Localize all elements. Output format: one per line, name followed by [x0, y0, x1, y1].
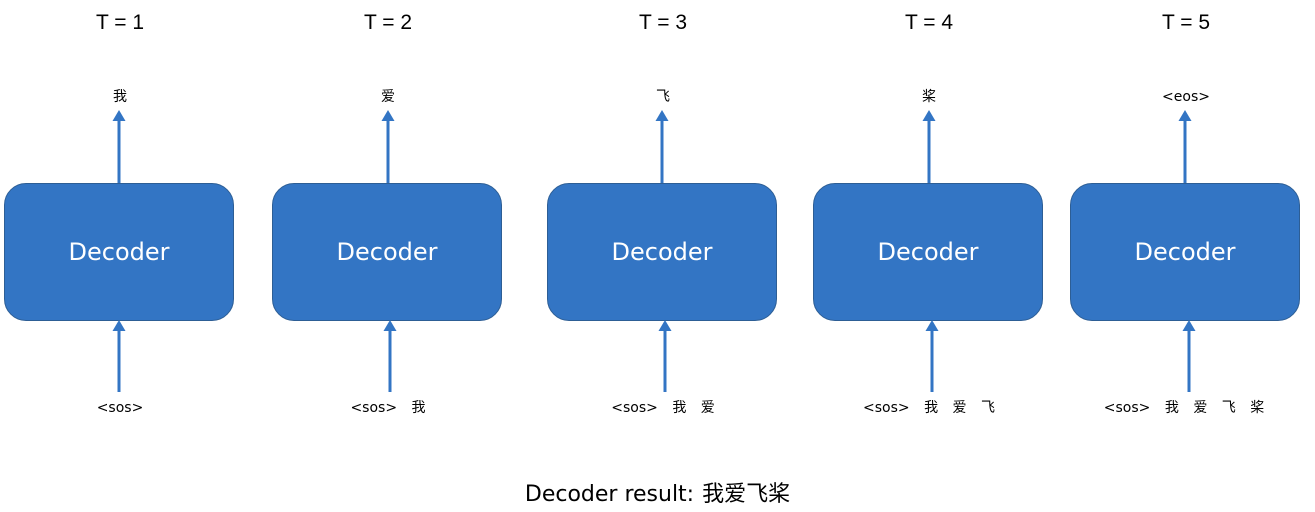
output-arrow: [921, 110, 937, 184]
input-tokens: <sos> 我 爱: [507, 396, 819, 420]
decoder-label: Decoder: [336, 238, 438, 266]
decoder-step-1: T = 1 我 Decoder <sos>: [4, 0, 236, 512]
output-token: 桨: [922, 89, 936, 105]
decoder-step-4: T = 4 桨 Decoder <sos> 我 爱 飞: [813, 0, 1045, 512]
output-token: <eos>: [1162, 89, 1210, 105]
input-tokens: <sos> 我 爱 飞 桨: [1028, 396, 1315, 420]
input-token: 我: [924, 400, 939, 416]
input-token: 爱: [1193, 400, 1208, 416]
output-arrow: [111, 110, 127, 184]
output-arrow: [654, 110, 670, 184]
decoder-step-5: T = 5 <eos> Decoder <sos> 我 爱 飞 桨: [1070, 0, 1302, 512]
input-token: 飞: [1221, 400, 1236, 416]
input-arrow: [657, 320, 673, 392]
decoder-box: Decoder: [1070, 183, 1300, 321]
output-token: 我: [113, 89, 127, 105]
input-tokens: <sos>: [0, 396, 276, 420]
decoder-result-label: Decoder result:: [524, 482, 695, 507]
decoder-step-3: T = 3 飞 Decoder <sos> 我 爱: [547, 0, 779, 512]
input-tokens: <sos> 我 爱 飞: [773, 396, 1085, 420]
decoder-label: Decoder: [877, 238, 979, 266]
decoder-result-value: 我爱飞桨: [702, 482, 791, 507]
input-token: 飞: [980, 400, 995, 416]
decoder-result: Decoder result: 我爱飞桨: [0, 480, 1315, 510]
time-label: T = 2: [363, 11, 413, 34]
input-arrow: [1181, 320, 1197, 392]
decoder-label: Decoder: [611, 238, 713, 266]
decoder-label: Decoder: [1134, 238, 1236, 266]
output-token: 爱: [381, 89, 395, 105]
time-label: T = 1: [95, 11, 145, 34]
input-token: 我: [672, 400, 687, 416]
input-token: <sos>: [863, 400, 910, 416]
output-arrow: [1177, 110, 1193, 184]
input-token: <sos>: [611, 400, 658, 416]
input-token: 我: [1164, 400, 1179, 416]
time-label: T = 4: [904, 11, 954, 34]
output-token: 飞: [656, 89, 670, 105]
input-arrow: [382, 320, 398, 392]
output-arrow: [380, 110, 396, 184]
input-token: <sos>: [96, 400, 144, 416]
input-token: 我: [411, 400, 426, 416]
input-token: 桨: [1250, 400, 1265, 416]
decoder-box: Decoder: [272, 183, 502, 321]
input-tokens: <sos> 我: [232, 396, 544, 420]
input-arrow: [924, 320, 940, 392]
decoder-box: Decoder: [547, 183, 777, 321]
time-label: T = 3: [638, 11, 688, 34]
decoder-box: Decoder: [4, 183, 234, 321]
input-token: <sos>: [1103, 400, 1151, 416]
input-token: 爱: [952, 400, 967, 416]
input-token: <sos>: [350, 400, 398, 416]
input-arrow: [111, 320, 127, 392]
decoder-step-2: T = 2 爱 Decoder <sos> 我: [272, 0, 504, 512]
input-token: 爱: [700, 400, 715, 416]
time-label: T = 5: [1161, 11, 1211, 34]
decoder-label: Decoder: [68, 238, 170, 266]
decoder-box: Decoder: [813, 183, 1043, 321]
